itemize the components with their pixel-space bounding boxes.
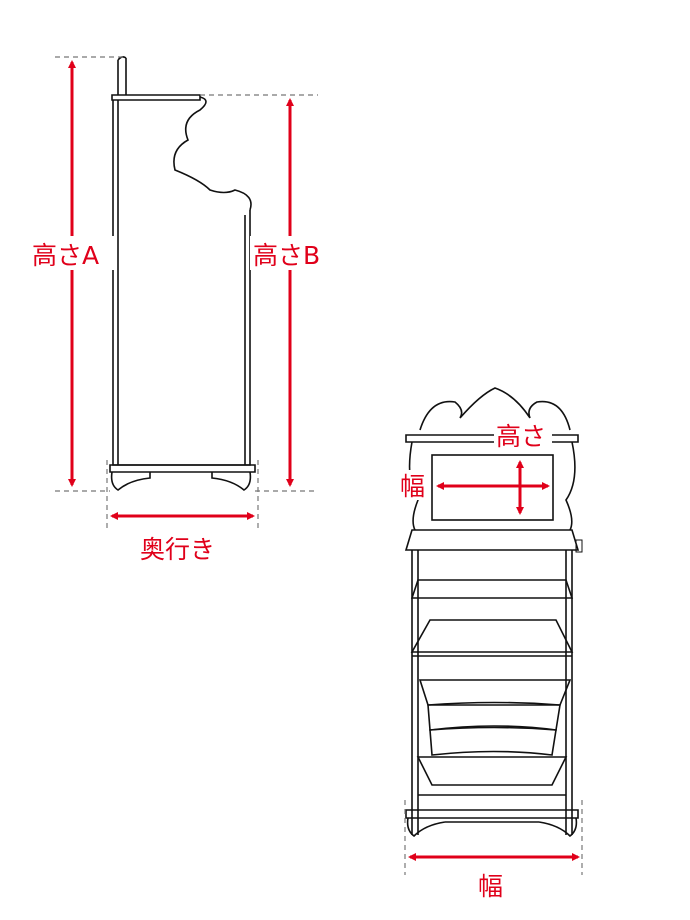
panel-width-label: 幅 (400, 472, 425, 501)
height-a-label: 高さA (32, 241, 99, 270)
panel-height-label: 高さ (496, 422, 546, 451)
overall-width-label: 幅 (478, 872, 503, 901)
side-view-cabinet (109, 56, 256, 491)
front-view-guides (404, 800, 583, 875)
height-b-label: 高さB (253, 241, 320, 270)
depth-label: 奥行き (140, 535, 215, 564)
side-view-guides (55, 56, 318, 532)
front-view-cabinet (404, 387, 583, 838)
